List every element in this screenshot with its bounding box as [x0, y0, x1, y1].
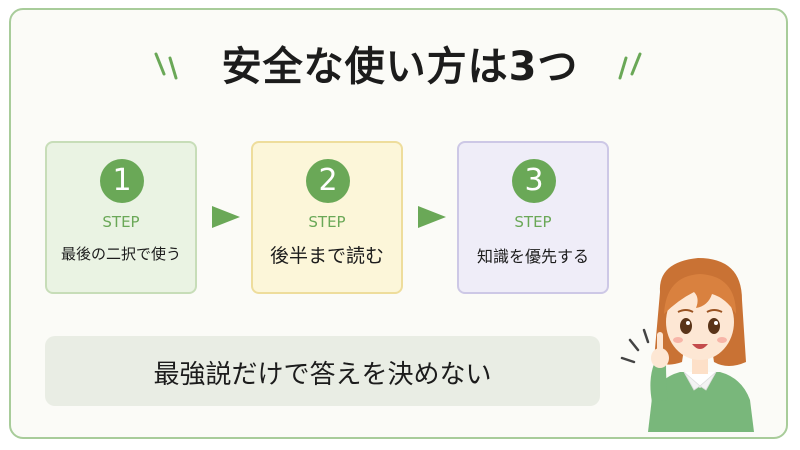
page-title: 安全な使い方は3つ	[221, 44, 579, 90]
step-word: STEP	[514, 213, 552, 231]
step-word: STEP	[308, 213, 346, 231]
step-label: 知識を優先する	[476, 247, 589, 266]
warning-note-box: 最強説だけで答えを決めない	[45, 336, 600, 406]
step-card-2: 2 STEP 後半まで読む	[251, 141, 403, 294]
step-word: STEP	[102, 213, 140, 231]
step-card-3: 3 STEP 知識を優先する	[457, 141, 609, 294]
step-number-badge: 2	[306, 159, 350, 203]
step-label: 後半まで読む	[269, 245, 384, 267]
arrow-right-icon	[418, 206, 446, 228]
step-number-badge: 3	[512, 159, 556, 203]
left-emphasis-ticks-icon	[154, 52, 178, 80]
pointing-girl-illustration-icon	[620, 258, 754, 432]
right-emphasis-ticks-icon	[618, 52, 642, 80]
warning-note-text: 最強説だけで答えを決めない	[153, 360, 492, 390]
step-card-1: 1 STEP 最後の二択で使う	[45, 141, 197, 294]
step-number-badge: 1	[100, 159, 144, 203]
step-label: 最後の二択で使う	[60, 245, 181, 263]
arrow-right-icon	[212, 206, 240, 228]
